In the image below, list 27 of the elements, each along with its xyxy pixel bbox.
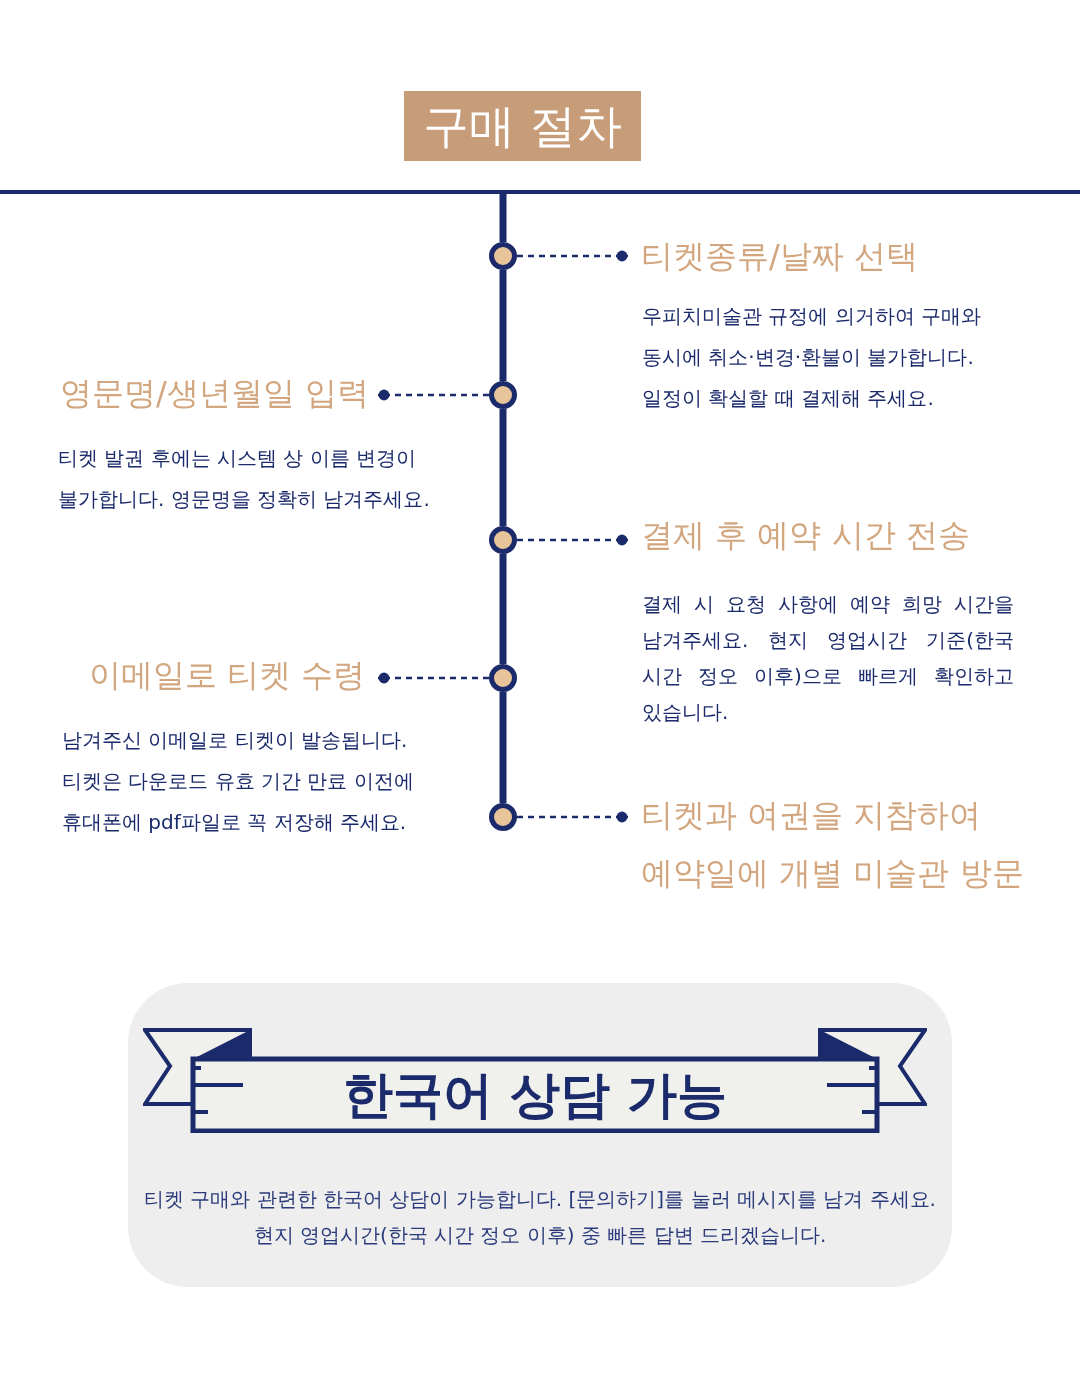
dotted-connector (517, 534, 628, 546)
step-description: 티켓 발권 후에는 시스템 상 이름 변경이 불가합니다. 영문명을 정확히 남겨주세요. (58, 445, 431, 513)
timeline-dot (489, 381, 517, 409)
timeline-dot (489, 242, 517, 270)
step-title: 영문명/생년월일 입력 (60, 364, 378, 422)
timeline-dot (489, 803, 517, 831)
step-description: 우피치미술관 규정에 의거하여 구매와 동시에 취소·변경·환불이 불가합니다. 일정이 확실할 때 결제해 주세요. (642, 303, 983, 412)
title-banner: 구매 절차 (404, 91, 641, 161)
timeline-dot (489, 526, 517, 554)
step-title: 티켓과 여권을 지참하여 예약일에 개별 미술관 방문 (628, 786, 1068, 902)
info-text: 티켓 구매와 관련한 한국어 상담이 가능합니다. [문의하기]를 눌러 메시지를 남겨 주세요. (143, 1186, 937, 1213)
dotted-connector (378, 672, 489, 684)
step-title: 티켓종류/날짜 선택 (628, 227, 1028, 285)
info-text: 현지 영업시간(한국 시간 정오 이후) 중 빠른 답변 드리겠습니다. (252, 1222, 828, 1249)
dotted-connector (517, 250, 628, 262)
timeline-dot (489, 664, 517, 692)
timeline-line (499, 270, 507, 381)
dotted-connector (378, 389, 489, 401)
step-title: 결제 후 예약 시간 전송 (628, 506, 1028, 564)
timeline-line (499, 692, 507, 803)
step-title: 이메일로 티켓 수령 (60, 646, 378, 704)
dotted-connector (517, 811, 628, 823)
timeline-line (499, 409, 507, 526)
step-description: 결제 시 요청 사항에 예약 희망 시간을 남겨주세요. 현지 영업시간 기준(한국 시간 정오 이후)으로 빠르게 확인하고 있습니다. (642, 591, 1014, 726)
step-description: 남겨주신 이메일로 티켓이 발송됩니다. 티켓은 다운로드 유효 기간 만료 이전에 휴대폰에 pdf파일로 꼭 저장해 주세요. (62, 727, 415, 836)
timeline-line (499, 554, 507, 664)
info-panel (128, 983, 952, 1287)
